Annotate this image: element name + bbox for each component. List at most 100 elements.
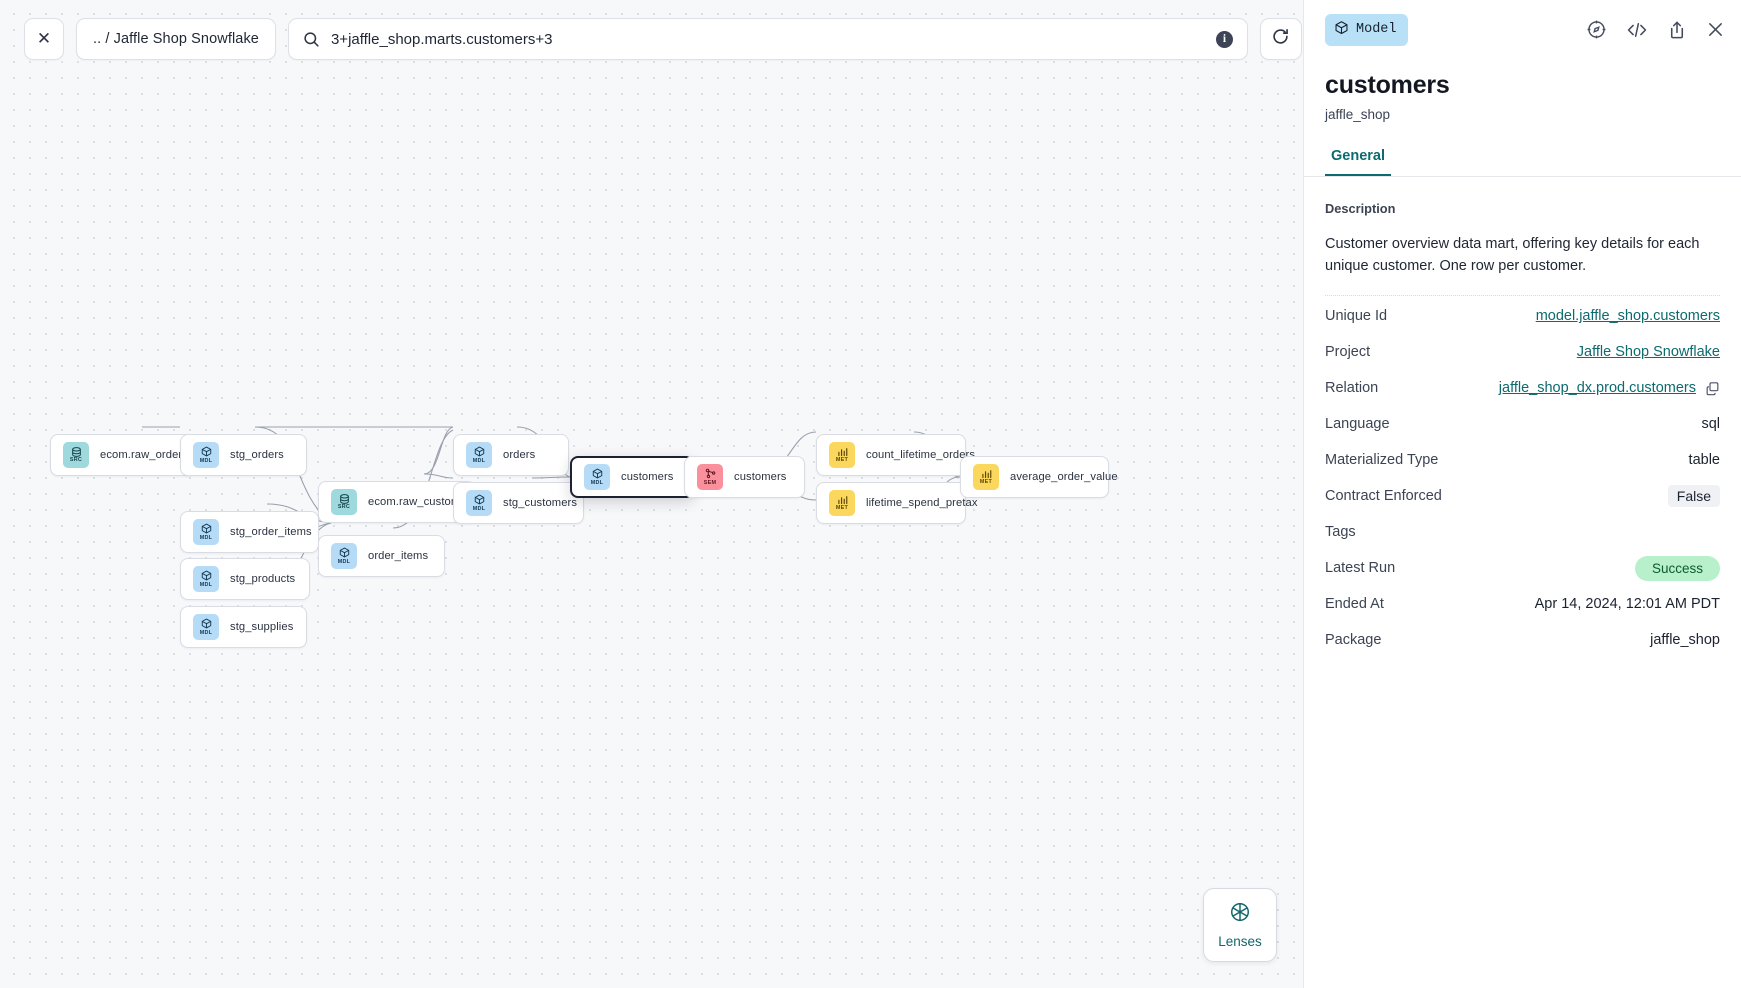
property-value-wrap: sql — [1701, 416, 1720, 432]
lenses-label: Lenses — [1218, 934, 1262, 949]
property-key: Ended At — [1325, 596, 1384, 613]
page-title: customers — [1325, 71, 1450, 99]
info-icon[interactable]: i — [1215, 30, 1233, 48]
refresh-icon — [1271, 27, 1290, 51]
mdl-node-icon: MDL — [193, 566, 219, 592]
divider — [1325, 295, 1720, 297]
panel-body: Description Customer overview data mart,… — [1304, 177, 1741, 988]
close-lineage-button[interactable]: ✕ — [24, 18, 64, 60]
graph-node-stg_products[interactable]: MDL stg_products — [180, 558, 310, 600]
page-subtitle: jaffle_shop — [1325, 107, 1391, 122]
copy-icon[interactable] — [1705, 381, 1720, 396]
property-key: Latest Run — [1325, 560, 1396, 577]
canvas-toolbar: ✕ .. / Jaffle Shop Snowflake i — [24, 18, 1302, 60]
property-row: Tags — [1325, 514, 1720, 550]
property-row: Latest Run Success — [1325, 550, 1720, 586]
property-key: Tags — [1325, 524, 1356, 541]
graph-node-label: stg_orders — [230, 449, 284, 461]
property-key: Package — [1325, 632, 1382, 649]
cube-icon — [1334, 20, 1349, 40]
graph-node-stg_orders[interactable]: MDL stg_orders — [180, 434, 307, 476]
property-link[interactable]: Jaffle Shop Snowflake — [1576, 344, 1720, 361]
graph-node-stg_customers[interactable]: MDL stg_customers — [453, 482, 584, 524]
property-value-wrap: False — [1667, 485, 1720, 508]
property-link[interactable]: model.jaffle_shop.customers — [1535, 308, 1720, 325]
property-key: Project — [1325, 344, 1371, 361]
code-icon[interactable] — [1626, 19, 1648, 41]
property-row: Ended At Apr 14, 2024, 12:01 AM PDT — [1325, 586, 1720, 622]
property-value-wrap: Apr 14, 2024, 12:01 AM PDT — [1535, 596, 1720, 612]
mdl-node-icon: MDL — [466, 442, 492, 468]
property-value-wrap: Success — [1634, 555, 1720, 581]
node-type-label: Model — [1356, 22, 1397, 37]
search-input[interactable] — [330, 30, 1205, 48]
mdl-node-icon: MDL — [193, 442, 219, 468]
refresh-button[interactable] — [1259, 18, 1302, 60]
property-value: table — [1688, 452, 1720, 469]
property-key: Contract Enforced — [1325, 488, 1442, 505]
graph-node-label: order_items — [368, 550, 429, 562]
graph-node-average_order_value[interactable]: MET average_order_value — [960, 456, 1118, 498]
property-row: Unique Id model.jaffle_shop.customers — [1325, 298, 1720, 334]
status-badge: False — [1667, 485, 1720, 508]
property-row: Relation jaffle_shop_dx.prod.customers — [1325, 370, 1720, 406]
graph-node-label: ecom.raw_customers — [368, 496, 477, 508]
sem-node-icon: SEM — [697, 464, 723, 490]
graph-node-label: stg_products — [230, 573, 296, 585]
close-panel-icon[interactable] — [1706, 20, 1725, 39]
met-node-icon: MET — [829, 442, 855, 468]
panel-top-bar: Model — [1304, 0, 1741, 59]
node-type-chip: Model — [1325, 13, 1408, 46]
search-bar[interactable]: i — [287, 18, 1248, 60]
property-key: Materialized Type — [1325, 452, 1439, 469]
search-icon — [303, 31, 320, 48]
graph-node-label: stg_customers — [503, 497, 578, 509]
mdl-node-icon: MDL — [193, 519, 219, 545]
property-row: Project Jaffle Shop Snowflake — [1325, 334, 1720, 370]
graph-node-label: average_order_value — [1010, 471, 1118, 483]
tab-general[interactable]: General — [1325, 148, 1391, 176]
graph-node-label: stg_supplies — [230, 621, 294, 633]
status-badge: Success — [1634, 555, 1720, 581]
breadcrumb[interactable]: .. / Jaffle Shop Snowflake — [76, 18, 276, 60]
src-node-icon: SRC — [331, 489, 357, 515]
property-row: Language sql — [1325, 406, 1720, 442]
met-node-icon: MET — [829, 490, 855, 516]
description-text: Customer overview data mart, offering ke… — [1325, 236, 1700, 275]
property-row: Materialized Type table — [1325, 442, 1720, 478]
close-icon: ✕ — [36, 29, 52, 48]
details-panel: Model — [1303, 0, 1741, 988]
graph-node-label: orders — [503, 449, 536, 461]
breadcrumb-label: .. / Jaffle Shop Snowflake — [93, 31, 259, 47]
mdl-node-icon: MDL — [466, 490, 492, 516]
property-value-wrap: table — [1689, 452, 1720, 468]
property-key: Language — [1325, 416, 1390, 433]
graph-node-label: count_lifetime_orders — [866, 449, 976, 461]
lens-aperture-icon — [1229, 901, 1251, 928]
property-key: Unique Id — [1325, 308, 1388, 325]
focus-icon[interactable] — [1586, 19, 1607, 40]
graph-node-count_lifetime_orders[interactable]: MET count_lifetime_orders — [816, 434, 975, 476]
graph-node-label: customers — [621, 471, 674, 483]
share-icon[interactable] — [1667, 20, 1687, 40]
mdl-node-icon: MDL — [584, 464, 610, 490]
property-value-wrap: Jaffle Shop Snowflake — [1577, 344, 1720, 360]
met-node-icon: MET — [973, 464, 999, 490]
src-node-icon: SRC — [63, 442, 89, 468]
graph-node-ecom_raw_customers[interactable]: SRC ecom.raw_customers — [318, 481, 476, 523]
graph-node-orders[interactable]: MDL orders — [453, 434, 569, 476]
graph-node-customers_model[interactable]: MDL customers — [570, 456, 694, 498]
lenses-button[interactable]: Lenses — [1203, 888, 1277, 962]
property-link[interactable]: jaffle_shop_dx.prod.customers — [1498, 380, 1696, 397]
property-value-wrap: jaffle_shop — [1650, 632, 1720, 648]
property-key: Relation — [1325, 380, 1379, 397]
